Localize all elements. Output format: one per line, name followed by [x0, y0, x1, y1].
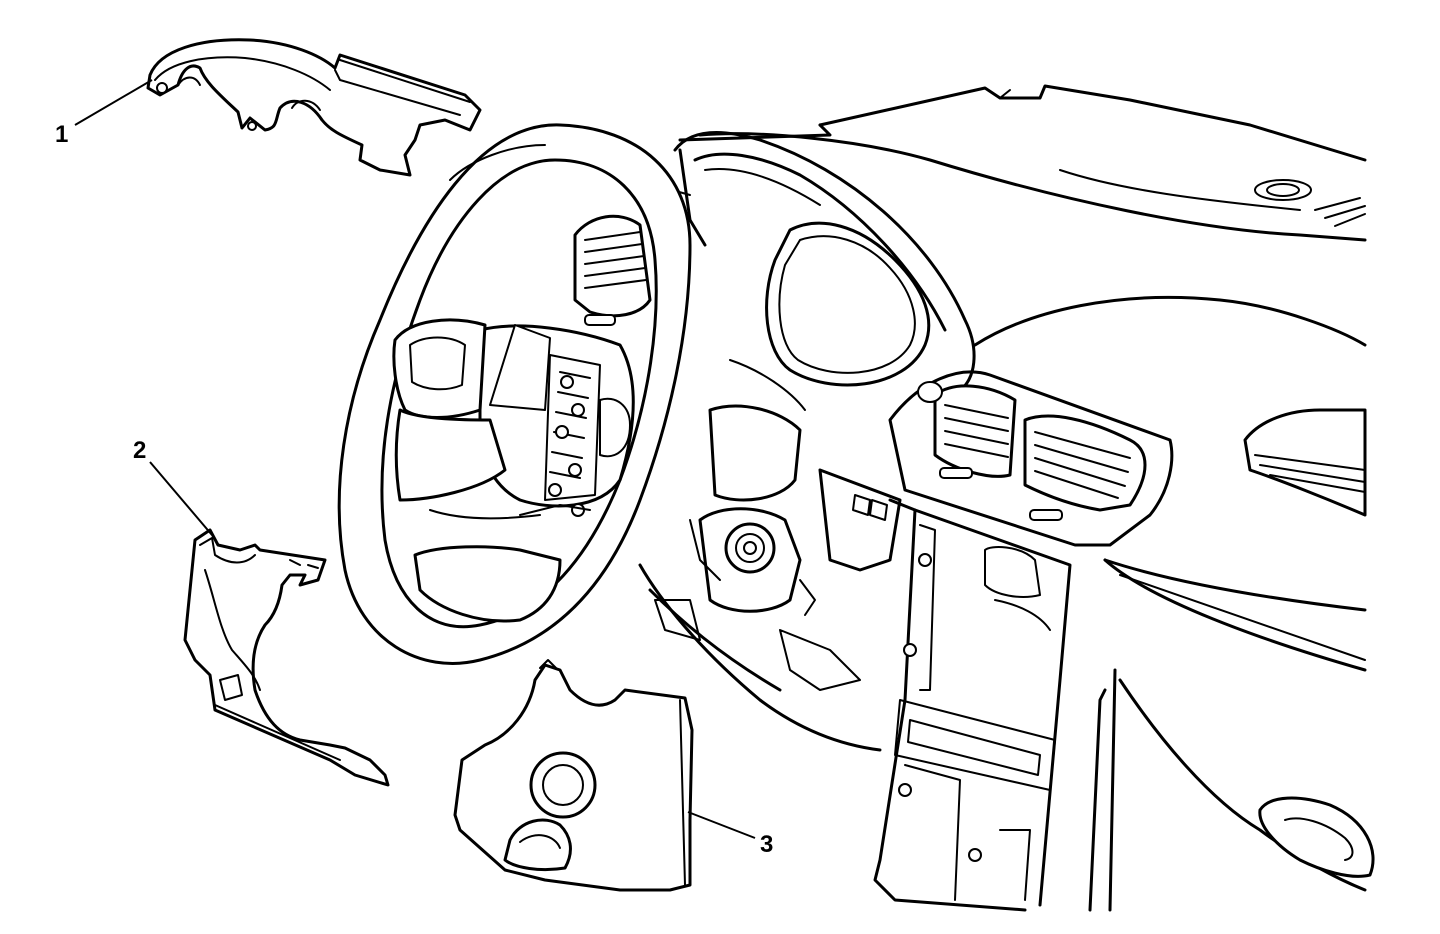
leader-line-1: [74, 79, 153, 126]
leader-line-3: [687, 811, 756, 839]
radio-opening: [873, 498, 1072, 912]
instrument-cluster-opening: [765, 221, 931, 387]
lower-spoke: [413, 545, 562, 623]
defrost-vent: [1254, 179, 1312, 201]
tilt-lever-opening: [503, 818, 572, 872]
part-3-lower-column-cover: [453, 659, 694, 892]
part-2-lower-column-cover: [183, 528, 390, 787]
ignition-lock-cylinder: [724, 522, 776, 574]
part-1-upper-column-cover: [146, 38, 482, 177]
instrument-panel: [573, 84, 1375, 912]
callout-1: 1: [55, 121, 68, 148]
ignition-switch-opening: [529, 751, 597, 819]
callout-2: 2: [133, 437, 146, 464]
callout-leaders: [74, 79, 756, 839]
left-air-vent: [573, 214, 652, 326]
ignition-housing: [698, 507, 802, 613]
glovebox-latch: [1258, 796, 1375, 878]
steering-wheel: [337, 123, 692, 665]
leader-line-2: [149, 461, 213, 536]
callout-3: 3: [760, 831, 773, 858]
center-air-vents: [933, 384, 1147, 521]
